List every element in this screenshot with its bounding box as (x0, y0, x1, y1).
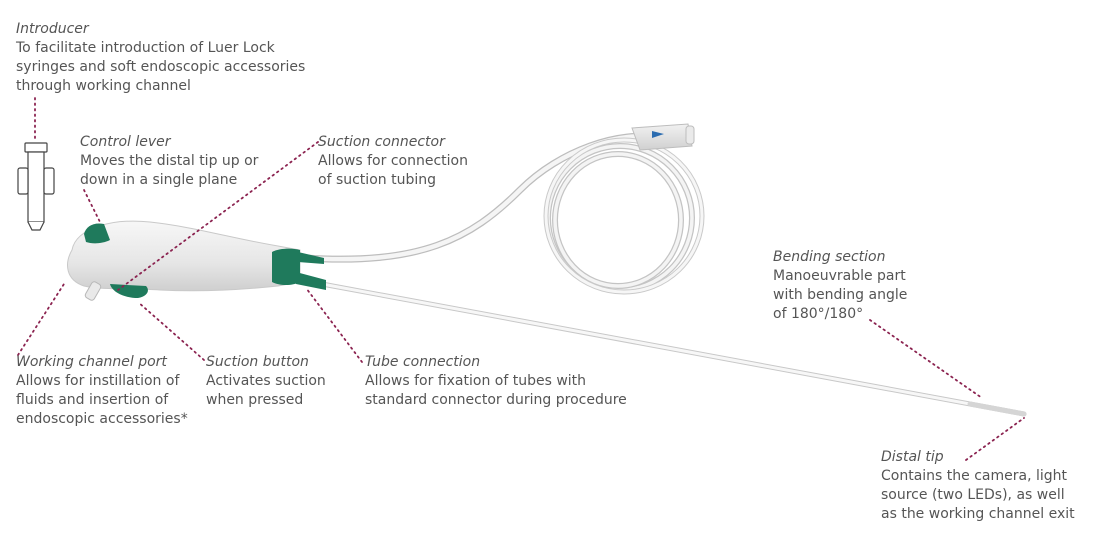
leader-lines (17, 97, 1025, 461)
suction-button-desc: Activates suction when pressed (206, 373, 326, 408)
suction-button-label: Suction button Activates suction when pr… (206, 353, 326, 410)
introducer-part (17, 142, 55, 231)
suction-connector-desc: Allows for connection of suction tubing (318, 153, 468, 188)
bending-section-title: Bending section (773, 249, 886, 265)
distal-tip-title: Distal tip (881, 449, 944, 465)
insertion-tube (319, 281, 1027, 417)
bending-section-desc: Manoeuvrable part with bending angle of … (773, 268, 908, 322)
tube-connection-label: Tube connection Allows for fixation of t… (365, 353, 627, 410)
working-channel-port-desc: Allows for instillation of fluids and in… (16, 373, 188, 427)
working-channel-port-title: Working channel port (16, 354, 167, 370)
control-lever-desc: Moves the distal tip up or down in a sin… (80, 153, 259, 188)
control-lever-label: Control lever Moves the distal tip up or… (80, 133, 258, 190)
distal-tip-label: Distal tip Contains the camera, light so… (881, 448, 1075, 524)
suction-button-title: Suction button (206, 354, 309, 370)
suction-connector-label: Suction connector Allows for connection … (318, 133, 468, 190)
distal-tip-desc: Contains the camera, light source (two L… (881, 468, 1075, 522)
umbilical-cable (301, 132, 705, 295)
suction-connector-title: Suction connector (318, 134, 445, 150)
cable-connector (631, 123, 695, 151)
handle (67, 220, 326, 301)
introducer-title: Introducer (16, 21, 89, 37)
introducer-desc: To facilitate introduction of Luer Lock … (16, 40, 306, 94)
control-lever-title: Control lever (80, 134, 171, 150)
working-channel-port-label: Working channel port Allows for instilla… (16, 353, 188, 429)
introducer-label: Introducer To facilitate introduction of… (16, 20, 305, 96)
tube-connection-title: Tube connection (365, 354, 481, 370)
bending-section-label: Bending section Manoeuvrable part with b… (773, 248, 907, 324)
tube-connection-desc: Allows for fixation of tubes with standa… (365, 373, 627, 408)
